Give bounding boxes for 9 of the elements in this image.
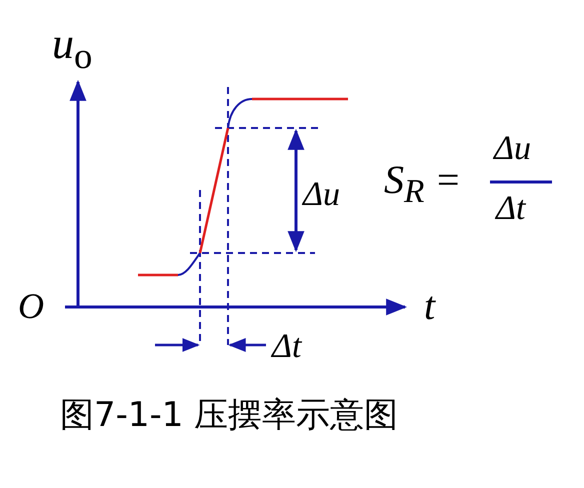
origin-label: O [18, 288, 44, 324]
formula-denominator: Δt [496, 192, 526, 226]
formula-numerator: Δu [494, 132, 531, 166]
formula-text: S$_{R}$ = [384, 160, 462, 208]
figure-caption: 图7-1-1 压摆率示意图 [60, 394, 398, 437]
axis-label: u$_{o}$ [52, 22, 92, 74]
dimension-label: Δt [272, 330, 302, 364]
axis-label: t [424, 286, 436, 326]
dimension-label: Δu [303, 178, 340, 212]
